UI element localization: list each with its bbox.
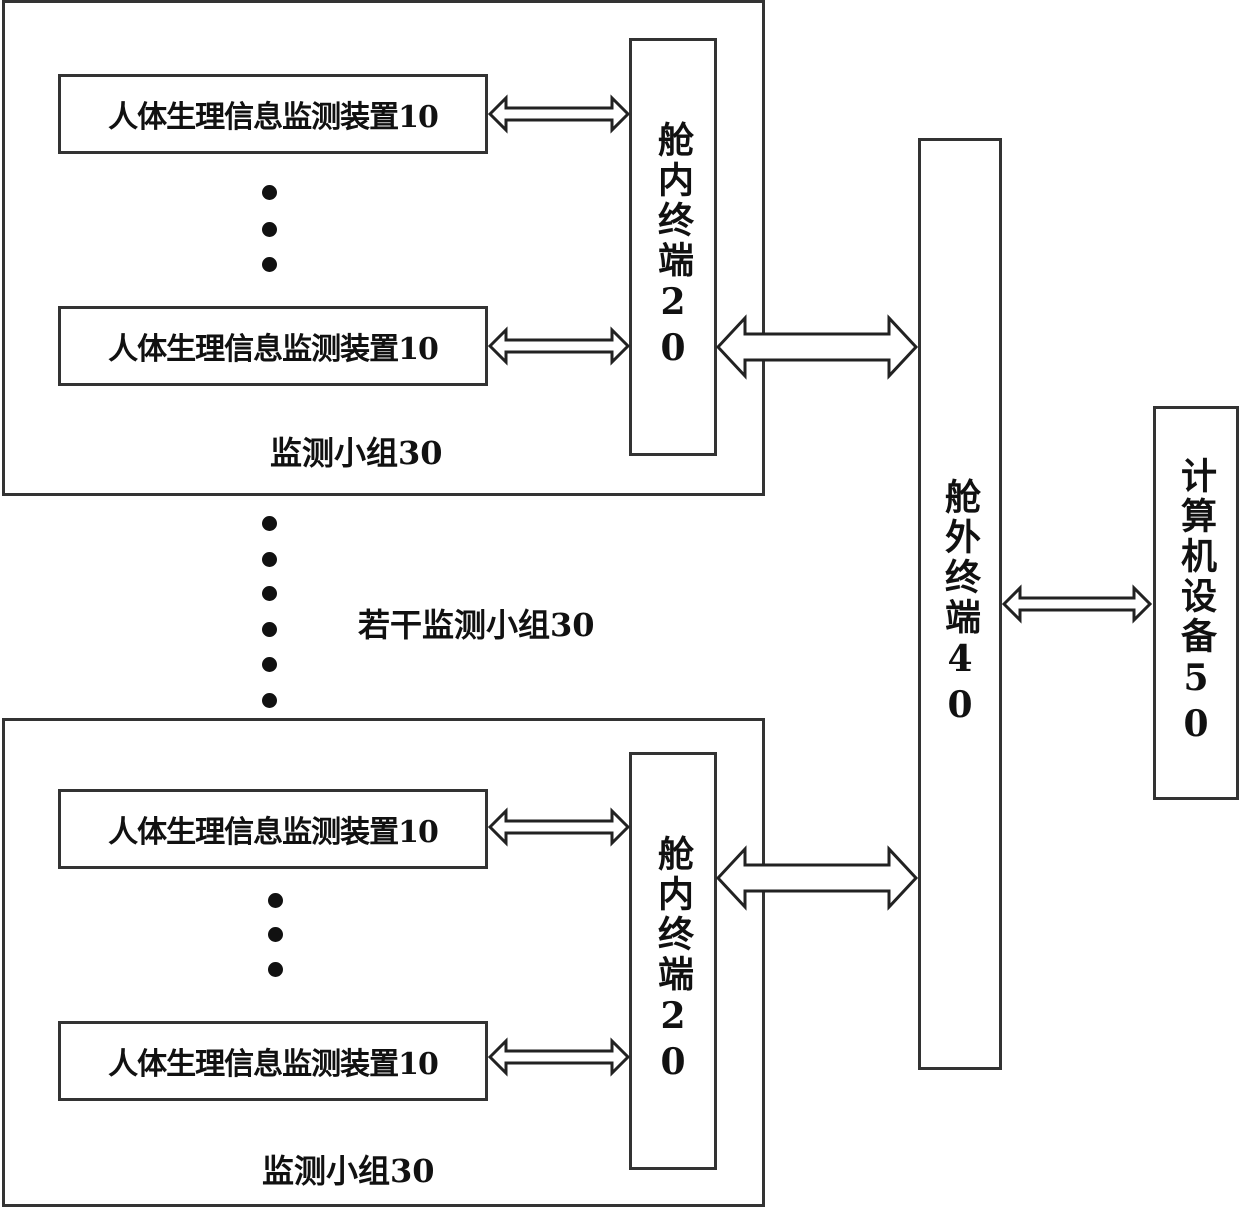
double-arrow: [490, 811, 628, 843]
double-arrow: [718, 849, 916, 907]
double-arrow: [490, 330, 628, 362]
double-arrow: [718, 318, 916, 376]
double-arrow: [1004, 588, 1150, 620]
double-arrow: [490, 1041, 628, 1073]
double-arrow: [490, 98, 628, 130]
